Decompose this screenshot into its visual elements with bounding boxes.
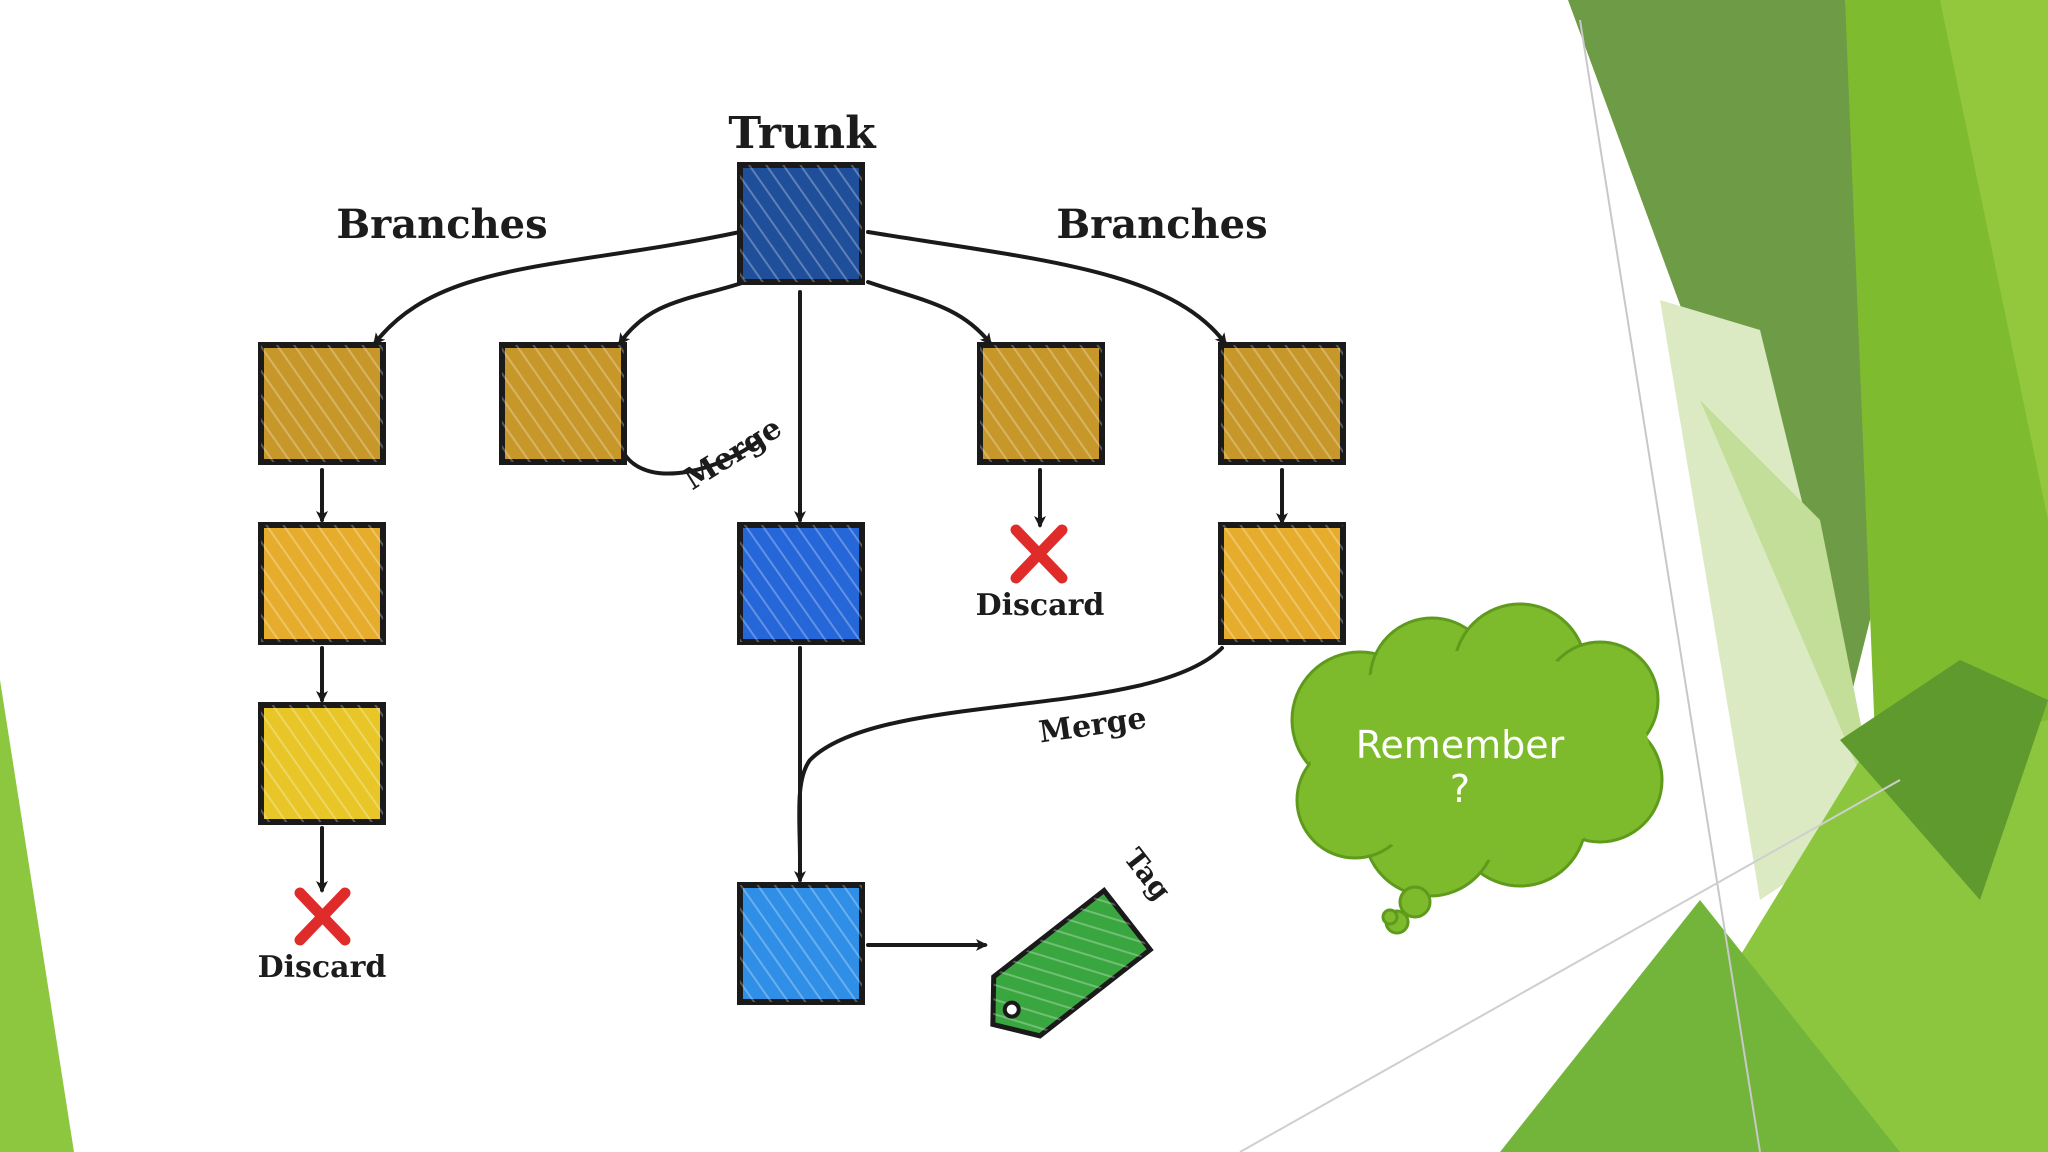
merge-label-1: Merge xyxy=(678,410,788,497)
left-branch-node-3 xyxy=(258,702,386,825)
discard-label-right: Discard xyxy=(976,588,1105,623)
discard-x-icon xyxy=(1010,524,1068,584)
right-branch-node-2 xyxy=(1218,522,1346,645)
merge-label-2: Merge xyxy=(1037,701,1149,751)
left-branch-node-2 xyxy=(258,522,386,645)
discard-label-left: Discard xyxy=(258,950,387,985)
connectors xyxy=(316,230,1288,951)
merged-branch-node xyxy=(499,342,627,465)
discarded-branch-node xyxy=(977,342,1105,465)
merge-curve-1 xyxy=(623,438,762,476)
branches-label-left: Branches xyxy=(336,201,547,248)
trunk-to-left-branch-2 xyxy=(618,280,747,346)
branches-label-right: Branches xyxy=(1056,201,1267,248)
right-decoration xyxy=(1239,0,2048,1152)
trunk-to-right-branch-1 xyxy=(866,280,992,346)
trunk-node-top xyxy=(737,162,865,285)
callout-line-2: ? xyxy=(1450,767,1470,811)
right-branch-node-1 xyxy=(1218,342,1346,465)
merge-curve-2 xyxy=(797,646,1224,862)
left-accent-sliver xyxy=(0,680,74,1152)
left-branch-node-1 xyxy=(258,342,386,465)
trunk-to-left-branch-1 xyxy=(373,230,742,346)
trunk-node-bottom xyxy=(737,882,865,1005)
trunk-to-right-branch-2 xyxy=(866,230,1227,346)
callout-line-1: Remember xyxy=(1356,723,1565,767)
remember-callout: Remember ? xyxy=(1290,602,1664,935)
discard-x-icon xyxy=(294,887,351,946)
trunk-label: Trunk xyxy=(728,108,877,159)
trunk-node-middle xyxy=(737,522,865,645)
tag-icon xyxy=(990,887,1154,1039)
tag-label: Tag xyxy=(1117,842,1177,906)
